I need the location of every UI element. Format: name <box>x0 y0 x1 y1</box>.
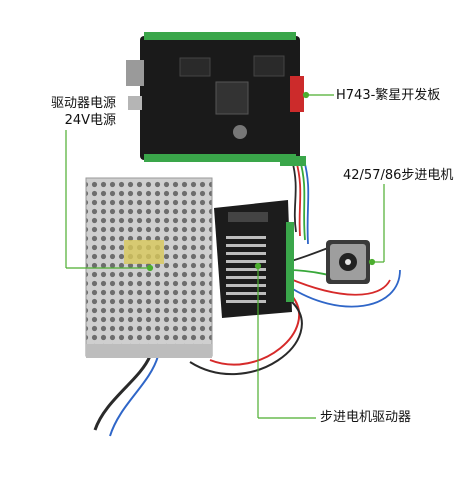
board-label: H743-繁星开发板 <box>336 88 441 103</box>
driver-label: 步进电机驱动器 <box>320 410 412 425</box>
stepper-motor <box>326 240 370 284</box>
signal-wires <box>291 159 310 245</box>
psu-label: 驱动器电源 24V电源 <box>6 95 116 129</box>
stepper-driver <box>214 200 294 318</box>
psu-label-line2: 24V电源 <box>64 113 116 128</box>
power-wires <box>93 295 303 437</box>
psu-label-line1: 驱动器电源 <box>50 96 116 111</box>
dev-board <box>126 32 306 166</box>
motor-label: 42/57/86步进电机 <box>343 168 454 183</box>
callout-lines <box>65 91 385 419</box>
